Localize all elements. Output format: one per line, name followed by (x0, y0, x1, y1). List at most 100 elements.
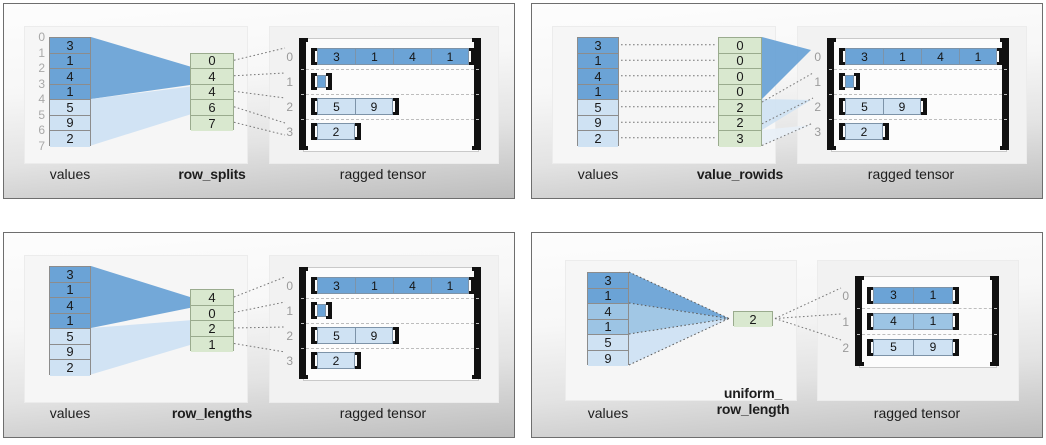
inner-bracket (997, 48, 1003, 65)
inner-bracket-stem (856, 76, 860, 87)
inner-bracket-stem (839, 51, 843, 62)
inner-bracket (311, 302, 317, 319)
inner-bracket (953, 286, 959, 304)
tensor-cell: 2 (317, 123, 355, 140)
inner-bracket (854, 73, 860, 90)
row-separator (301, 298, 479, 299)
value-cell: 4 (588, 304, 628, 320)
partition-cell: 4 (191, 84, 233, 100)
row-separator (857, 334, 997, 335)
inner-bracket (311, 98, 317, 115)
value-index-label: 4 (38, 92, 45, 106)
inner-bracket-stem (955, 341, 959, 353)
tensor-bracket (990, 276, 999, 366)
row-separator (301, 94, 479, 95)
inner-bracket-stem (311, 355, 315, 366)
values-caption: values (49, 166, 91, 182)
value-index-label: 1 (38, 45, 45, 60)
tensor-cell: 5 (317, 98, 355, 115)
partition-cell: 4 (191, 69, 233, 85)
value-index-label: 3 (38, 76, 45, 91)
inner-bracket (355, 123, 361, 140)
value-cell: 5 (50, 100, 90, 116)
tensor-cell-empty (317, 75, 326, 88)
tensor-cell: 2 (845, 123, 883, 140)
inner-bracket-stem (311, 101, 315, 112)
partition-cell: 0 (191, 306, 233, 322)
inner-bracket (311, 123, 317, 140)
tensor-cell: 5 (845, 98, 883, 115)
tensor-cell: 3 (845, 48, 883, 65)
partition-cell: 2 (719, 100, 761, 116)
value-cell: 3 (50, 38, 90, 54)
inner-bracket-stem (311, 330, 315, 341)
inner-bracket-stem (311, 126, 315, 137)
partition-caption: row_lengths (171, 405, 253, 421)
row-separator (301, 119, 479, 120)
inner-bracket (921, 98, 927, 115)
inner-bracket-stem (923, 101, 927, 112)
tensor-cell-empty (845, 75, 854, 88)
values-caption: values (577, 166, 619, 182)
value-cell: 9 (588, 350, 628, 366)
inner-bracket (867, 312, 873, 330)
inner-bracket (393, 98, 399, 115)
value-cell: 1 (578, 53, 618, 69)
value-cell: 2 (50, 131, 90, 147)
inner-bracket-stem (471, 51, 475, 62)
value-cell: 2 (578, 131, 618, 147)
inner-bracket (311, 352, 317, 369)
value-cell: 1 (50, 84, 90, 100)
tensor-row-index: 1 (286, 304, 293, 318)
value-cell: 2 (50, 360, 90, 376)
inner-bracket (311, 277, 317, 294)
tensor-cell: 1 (355, 277, 393, 294)
tensor-cell: 9 (913, 338, 953, 356)
value-index-label: 0 (38, 30, 45, 44)
value-cell: 1 (588, 319, 628, 335)
tensor-cell: 9 (355, 98, 393, 115)
value-index-label: 6 (38, 123, 45, 137)
tensor-cell: 2 (317, 352, 355, 369)
value-cell: 5 (50, 329, 90, 345)
value-cell: 1 (50, 53, 90, 69)
tensor-cell: 3 (317, 277, 355, 294)
partition-caption-line2: row_length (716, 401, 790, 418)
value-index-label: 5 (38, 107, 45, 122)
partition-cell: 0 (719, 84, 761, 100)
tensor-caption: ragged tensor (873, 405, 961, 421)
tensor-cell-empty (317, 304, 326, 317)
partition-cell: 0 (719, 53, 761, 69)
tensor-row-index: 3 (286, 354, 293, 368)
value-cell: 1 (588, 288, 628, 304)
inner-bracket (839, 48, 845, 65)
row-separator (301, 348, 479, 349)
inner-bracket (953, 338, 959, 356)
value-cell: 9 (50, 344, 90, 360)
value-cell: 9 (50, 115, 90, 131)
partition-cell: 1 (191, 336, 233, 353)
inner-bracket-stem (885, 126, 889, 137)
tensor-row-index: 1 (814, 75, 821, 89)
partition-caption: row_splits (178, 166, 246, 182)
value-cell: 1 (578, 84, 618, 100)
inner-bracket-stem (955, 289, 959, 301)
value-cell: 4 (578, 69, 618, 85)
tensor-cell: 4 (873, 312, 913, 330)
partition-caption: value_rowids (696, 166, 784, 182)
bracket-stem (855, 280, 862, 362)
partition-cell: 0 (191, 53, 233, 69)
tensor-row-index: 0 (814, 50, 821, 64)
